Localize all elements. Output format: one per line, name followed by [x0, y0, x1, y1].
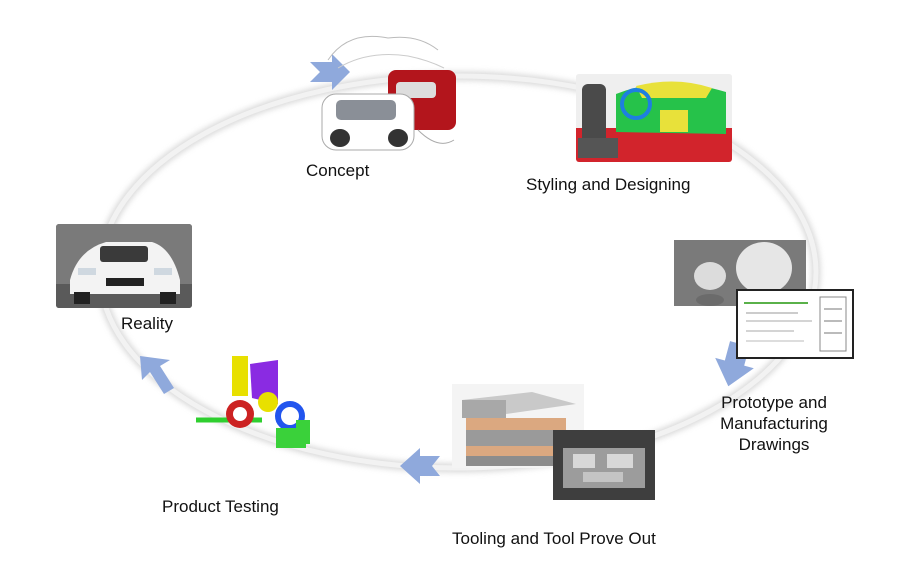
- stage-label-prototype: Prototype and Manufacturing Drawings: [712, 392, 836, 455]
- stage-label-testing: Product Testing: [162, 497, 279, 516]
- tool-photo-image: [553, 430, 655, 500]
- styling-image: [576, 74, 732, 162]
- stage-label-reality: Reality: [121, 314, 173, 333]
- stage-label-tooling: Tooling and Tool Prove Out: [452, 529, 656, 548]
- arrow-concept: [310, 54, 350, 90]
- arrow-testing: [140, 356, 174, 394]
- arrow-tooling: [400, 448, 440, 484]
- concept-image: [318, 20, 458, 160]
- reality-image: [56, 224, 192, 308]
- stage-label-prototype-line-3: Drawings: [738, 435, 810, 454]
- testing-image: [192, 354, 322, 462]
- stage-label-styling: Styling and Designing: [526, 175, 691, 194]
- stage-label-prototype-line-2: Manufacturing: [720, 414, 828, 433]
- stage-label-prototype-line-1: Prototype and: [721, 393, 827, 412]
- drawing-image: [736, 289, 854, 359]
- stage-label-concept: Concept: [306, 161, 370, 180]
